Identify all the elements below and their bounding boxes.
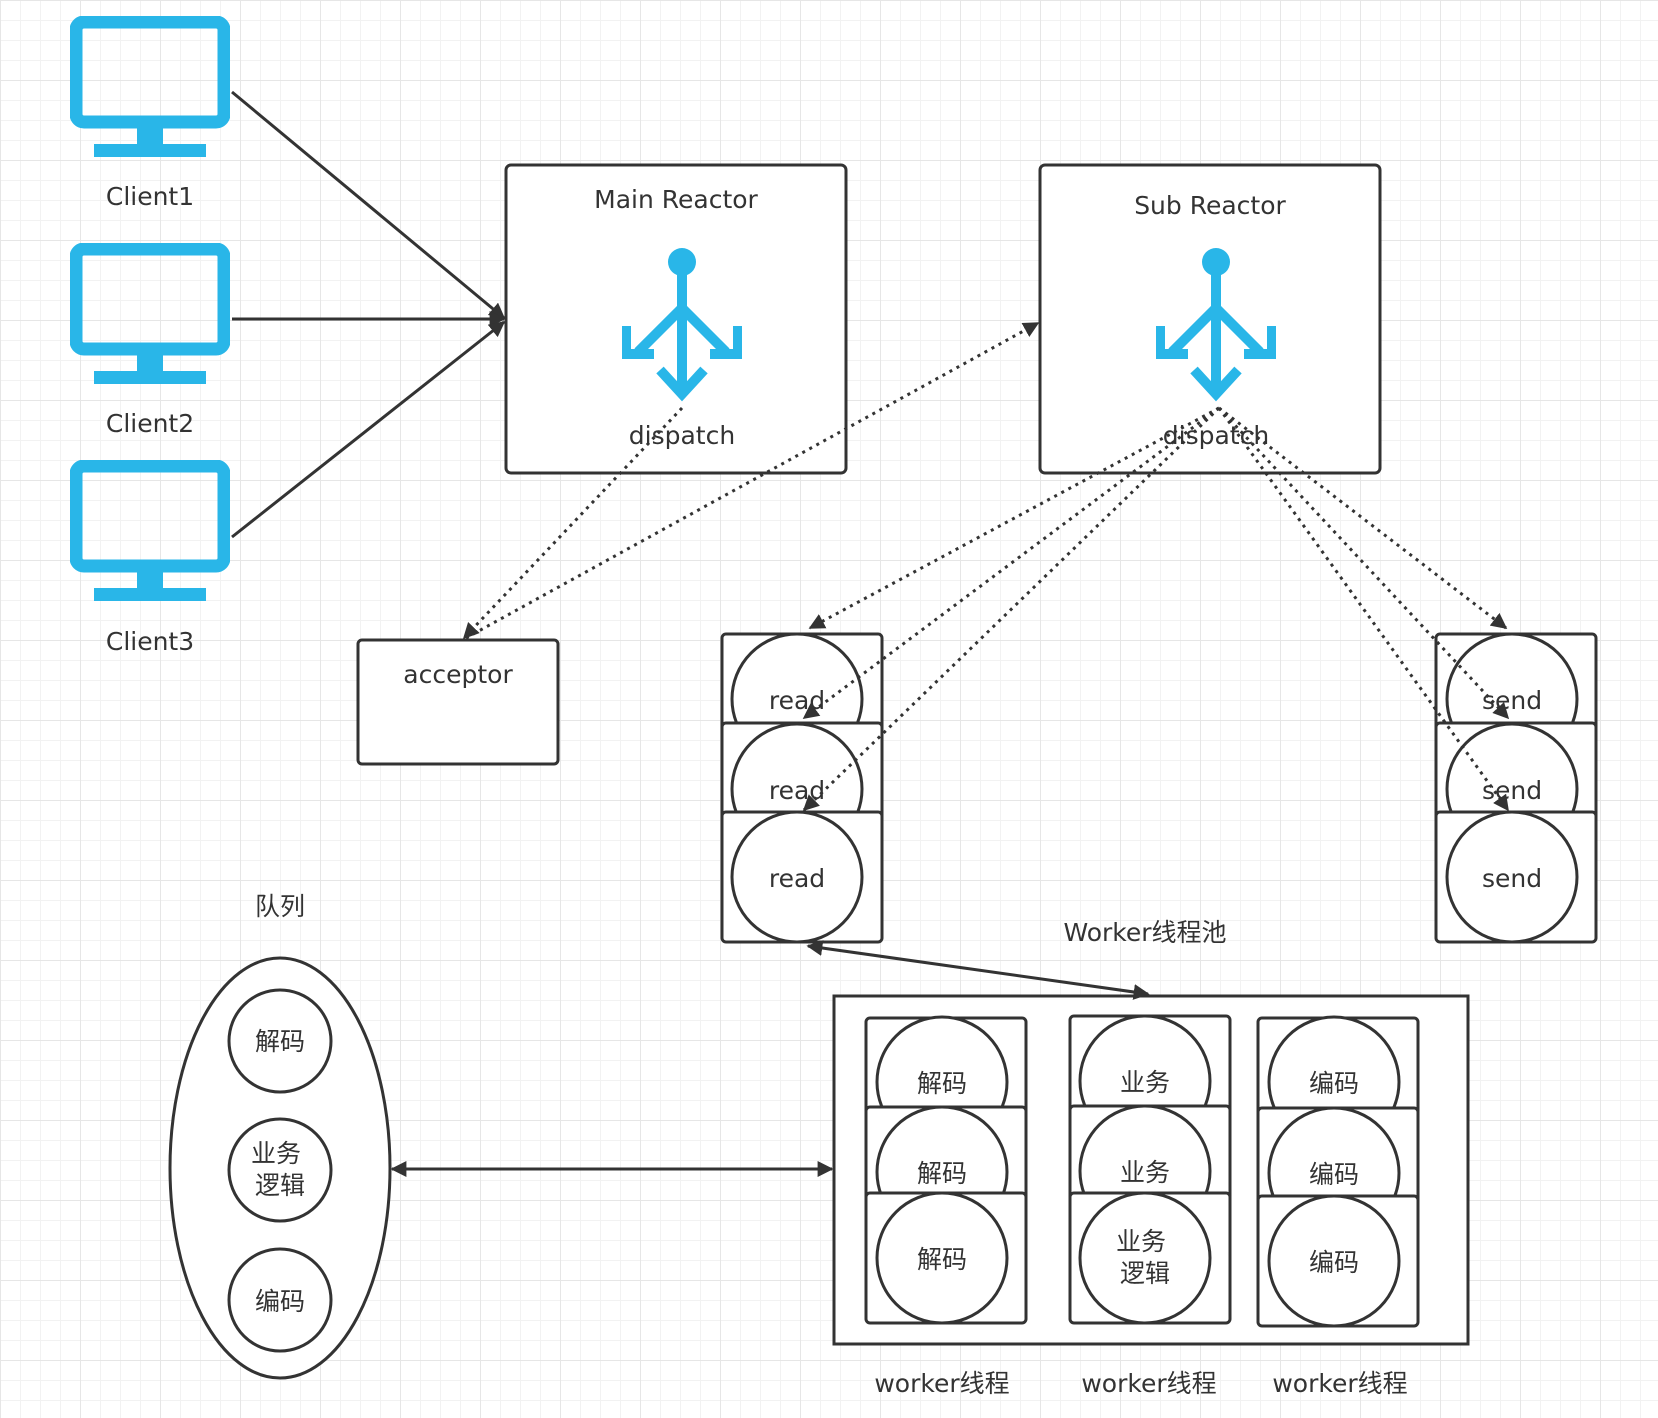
worker-pool: Worker线程池 解码 解码 解码 业务 业务 业务 逻辑	[832, 918, 1470, 1398]
send-label: send	[1482, 686, 1542, 715]
worker-task-label: 编码	[1309, 1160, 1359, 1189]
worker-task-label: 解码	[917, 1245, 967, 1274]
read-stack: read read read	[720, 632, 884, 944]
monitor-icon	[76, 466, 224, 601]
acceptor-label: acceptor	[403, 660, 513, 689]
read-item: read	[720, 810, 884, 944]
sub-dispatch-to-send-3-arrow	[1217, 407, 1510, 812]
queue-item-label: 解码	[255, 1027, 305, 1056]
queue-item: 编码	[227, 1247, 333, 1353]
read-label: read	[769, 686, 825, 715]
sub-dispatch-to-read-1-arrow	[808, 406, 1220, 630]
worker-task-label: 编码	[1309, 1069, 1359, 1098]
worker-thread-label: worker线程	[1081, 1369, 1216, 1398]
queue: 队列 解码 业务 逻辑 编码	[168, 892, 392, 1380]
read-label: read	[769, 776, 825, 805]
acceptor: acceptor	[356, 638, 560, 766]
queue-item-label: 业务 逻辑	[251, 1139, 309, 1200]
sub-reactor-title: Sub Reactor	[1134, 191, 1286, 220]
sub-dispatch-to-read-3-arrow	[802, 406, 1221, 812]
worker-task-label: 解码	[917, 1069, 967, 1098]
main-reactor: Main Reactor dispatch	[504, 163, 848, 475]
worker-thread-column: 业务 业务 业务 逻辑	[1068, 1014, 1232, 1325]
queue-item: 业务 逻辑	[227, 1117, 333, 1223]
worker-task-label: 业务 逻辑	[1116, 1227, 1174, 1288]
main-reactor-title: Main Reactor	[594, 185, 758, 214]
sub-reactor-dispatch-label: dispatch	[1163, 421, 1269, 450]
read-to-worker-pool-arrow	[806, 940, 1150, 1000]
queue-title: 队列	[255, 892, 305, 921]
sub-dispatch-to-send-2-arrow	[1217, 406, 1510, 720]
acceptor-to-sub-reactor-arrow	[465, 321, 1040, 640]
main-dispatch-to-acceptor-arrow	[462, 406, 684, 640]
main-reactor-dispatch-label: dispatch	[629, 421, 735, 450]
read-label: read	[769, 864, 825, 893]
dotted-connectors	[462, 321, 1510, 812]
send-label: send	[1482, 864, 1542, 893]
monitor-icon	[76, 22, 224, 157]
worker-thread-label: worker线程	[1272, 1369, 1407, 1398]
client-1-label: Client1	[106, 182, 194, 211]
solid-connectors	[231, 90, 1150, 1177]
client1-to-main-reactor-arrow	[231, 90, 506, 320]
worker-task-label: 编码	[1309, 1248, 1359, 1277]
worker-thread-column: 解码 解码 解码	[864, 1015, 1028, 1325]
client-3: Client3	[76, 466, 224, 656]
worker-task-label: 解码	[917, 1159, 967, 1188]
client-1: Client1	[76, 22, 224, 211]
client3-to-main-reactor-arrow	[231, 320, 506, 539]
worker-thread-label: worker线程	[874, 1369, 1009, 1398]
queue-item: 解码	[227, 988, 333, 1094]
worker-task-label: 业务	[1120, 1068, 1170, 1097]
client-3-label: Client3	[106, 627, 194, 656]
worker-task-label: 业务	[1120, 1158, 1170, 1187]
queue-item-label: 编码	[255, 1287, 305, 1316]
send-label: send	[1482, 776, 1542, 805]
client-2-label: Client2	[106, 409, 194, 438]
client-2: Client2	[76, 249, 224, 438]
sub-reactor: Sub Reactor dispatch	[1038, 163, 1382, 475]
send-stack: send send send	[1434, 632, 1598, 944]
worker-thread-column: 编码 编码 编码	[1256, 1015, 1420, 1328]
send-item: send	[1434, 810, 1598, 944]
worker-pool-title: Worker线程池	[1063, 918, 1226, 947]
monitor-icon	[76, 249, 224, 384]
acceptor-box	[356, 638, 560, 766]
